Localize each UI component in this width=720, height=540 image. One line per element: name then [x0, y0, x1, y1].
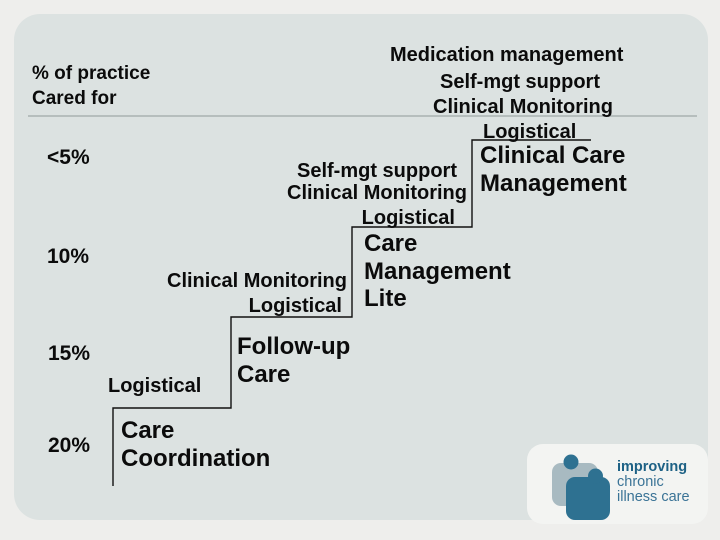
- level1-service-self-mgt-support: Self-mgt support: [440, 71, 600, 93]
- level2-service-logistical: Logistical: [361, 207, 455, 229]
- label-line: Management: [364, 257, 511, 285]
- label-line: Lite: [364, 285, 407, 312]
- level3-service-logistical: Logistical: [248, 295, 342, 317]
- label-line: Follow-up: [237, 333, 351, 360]
- level4-service-logistical: Logistical: [108, 375, 202, 397]
- label-line: Care: [237, 360, 291, 388]
- icic-logo-icon: [552, 454, 610, 520]
- label-line: Coordination: [121, 444, 271, 472]
- level2-label-care-management-lite: Care Management Lite: [364, 230, 511, 313]
- percent-of-practice-label: % of practice Cared for: [32, 61, 150, 111]
- percent-label-level1: <5%: [47, 146, 90, 169]
- label-line: Management: [480, 169, 627, 197]
- axis-label-line-1: % of practice: [32, 63, 151, 84]
- level1-service-medication-management: Medication management: [390, 44, 624, 66]
- percent-label-level3: 15%: [48, 342, 91, 365]
- level2-service-self-mgt-support: Self-mgt support: [297, 160, 457, 182]
- logo-text-illness-care: illness care: [617, 489, 690, 506]
- label-line: Clinical Care: [480, 142, 626, 169]
- level2-service-clinical-monitoring: Clinical Monitoring: [287, 182, 467, 204]
- level3-service-clinical-monitoring: Clinical Monitoring: [167, 270, 347, 292]
- label-line: Care: [364, 230, 418, 257]
- percent-label-level4: 20%: [48, 434, 91, 457]
- level1-service-clinical-monitoring: Clinical Monitoring: [433, 96, 613, 118]
- level4-label-care-coordination: Care Coordination: [121, 417, 270, 472]
- level1-service-logistical: Logistical: [483, 121, 577, 143]
- level3-label-follow-up-care: Follow-up Care: [237, 333, 350, 388]
- axis-label-line-2: Cared for: [32, 88, 117, 109]
- percent-label-level2: 10%: [47, 245, 90, 268]
- logo-text-chronic: chronic: [617, 474, 664, 491]
- icic-logo-text: improving chronic illness care: [617, 459, 690, 506]
- label-line: Care: [121, 417, 175, 444]
- level1-label-clinical-care-management: Clinical Care Management: [480, 142, 627, 197]
- logo-text-improving: improving: [617, 459, 688, 475]
- staircase-step-line: [112, 139, 591, 486]
